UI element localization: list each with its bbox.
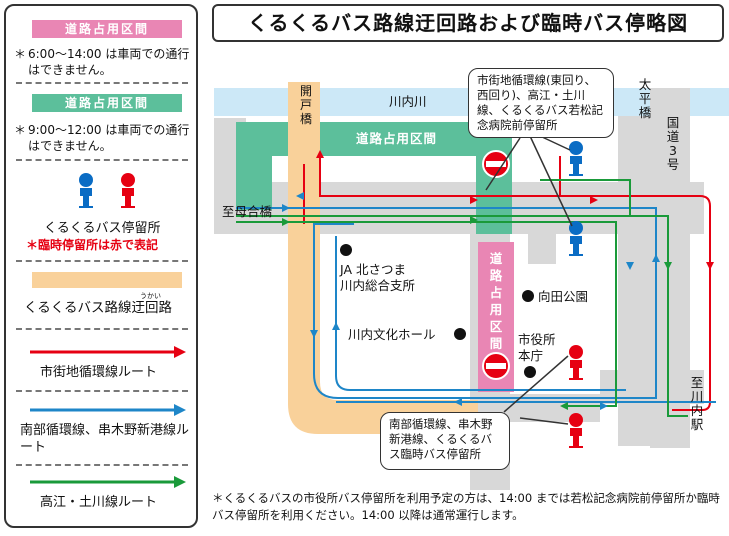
landmark-dot	[524, 366, 536, 378]
callout-pointer	[485, 137, 521, 191]
callout-pointer	[519, 417, 569, 425]
callout-pointer	[539, 135, 571, 151]
road	[528, 234, 556, 264]
no-entry-sign-icon	[482, 150, 510, 178]
callout-bottom: 南部循環線、串木野新港線、くるくるバス臨時バス停留所	[380, 412, 510, 470]
legend-divider	[16, 82, 188, 84]
kaido-bridge-label: 開戸橋	[299, 84, 312, 126]
legend-closure1-swatch: 道路占用区間	[32, 20, 182, 38]
legend-graphics	[30, 173, 186, 488]
bus-stop-blue-icon	[569, 221, 583, 256]
bus-stop-blue-icon	[569, 141, 583, 176]
ja-branch-label: 川内総合支所	[340, 278, 416, 293]
legend-closure1-note: ＊ 6:00～14:00 は車両での通行はできません。	[14, 47, 190, 77]
city-hall-label: 市役所	[518, 332, 556, 347]
bunka-hall-label: 川内文化ホール	[348, 327, 436, 342]
route3-label: 国道3号	[666, 115, 680, 172]
legend-divider	[16, 159, 188, 161]
legend-divider	[16, 390, 188, 392]
sendai-station-label: 至川内駅	[690, 375, 704, 432]
legend-divider	[16, 260, 188, 262]
detour-route	[288, 82, 478, 434]
legend-route2-label: 南部循環線、串木野新港線ルート	[20, 423, 190, 455]
green-route-line	[236, 221, 617, 407]
landmark-dot	[340, 244, 352, 256]
red-route-line	[319, 156, 711, 411]
shibo-bridge-label: 至母合橋	[222, 204, 273, 219]
river-label: 川内川	[389, 94, 427, 109]
green-route-line	[236, 215, 688, 417]
closure-v-label: 道路占用区間	[489, 251, 503, 351]
legend-stop-note: ＊臨時停留所は赤で表記	[26, 238, 159, 252]
legend-divider	[16, 464, 188, 466]
blue-route-line	[236, 207, 657, 399]
legend-detour-label: くるくるバス路線迂回路	[24, 300, 172, 316]
callout-pointer	[503, 355, 569, 413]
bus-stop-red-icon	[121, 173, 135, 208]
taihei-bridge-label: 太平橋	[638, 77, 652, 120]
legend-closure2-note: ＊ 9:00～12:00 は車両での通行はできません。	[14, 123, 190, 153]
legend-blue-arrow	[30, 404, 186, 416]
legend-detour-ruby: うかい	[140, 292, 161, 300]
bus-stop-red-icon	[569, 413, 583, 448]
blue-route-line	[335, 236, 626, 391]
landmark-dot	[522, 290, 534, 302]
bus-stop-blue-icon	[79, 173, 93, 208]
legend-panel: 道路占用区間 ＊ 6:00～14:00 は車両での通行はできません。 道路占用区…	[4, 4, 198, 528]
city-hall-main-label: 本庁	[518, 348, 544, 363]
legend-closure2-swatch: 道路占用区間	[32, 94, 182, 112]
legend-route1-label: 市街地循環線ルート	[40, 365, 158, 380]
legend-divider	[16, 328, 188, 330]
legend-route3-label: 高江・土川線ルート	[40, 495, 158, 510]
footnote: ＊くるくるバスの市役所バス停留所を利用予定の方は、14:00 までは若松記念病院…	[212, 491, 720, 522]
callout-top: 市街地循環線(東回り、西回り)、高江・土川線、くるくるバス若松記念病院前停留所	[468, 68, 614, 138]
green-route-line	[540, 179, 631, 216]
bus-stop-red-icon	[569, 345, 583, 380]
legend-detour-swatch	[32, 272, 182, 288]
ja-label: JA 北さつま	[340, 262, 406, 277]
legend-red-arrow	[30, 346, 186, 358]
legend-green-arrow	[30, 476, 186, 488]
landmark-dot	[454, 328, 466, 340]
route-arrows	[282, 150, 714, 410]
callout-pointer	[529, 135, 573, 227]
page-title: くるくるバス路線迂回路および臨時バス停略図	[212, 4, 724, 42]
route-lines	[236, 156, 716, 417]
mukaida-park-label: 向田公園	[538, 289, 589, 304]
closure-h-label: 道路占用区間	[356, 131, 438, 146]
legend-stop-label: くるくるバス停留所	[44, 221, 161, 236]
no-entry-sign-icon	[482, 352, 510, 380]
